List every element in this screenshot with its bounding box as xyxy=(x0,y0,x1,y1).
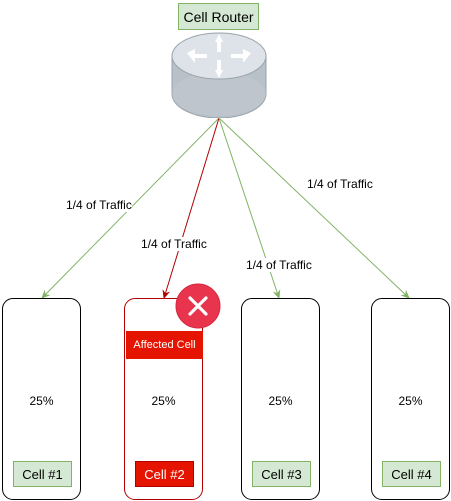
edge-label-cell-3: 1/4 of Traffic xyxy=(246,258,312,272)
cell-traffic-percent: 25% xyxy=(29,394,54,408)
cell-label: Cell #2 xyxy=(135,461,194,487)
router-icon xyxy=(171,32,267,118)
cell-label: Cell #1 xyxy=(13,461,72,487)
cell-3: 25% Cell #3 xyxy=(241,298,320,500)
cell-traffic-percent: 25% xyxy=(398,394,423,408)
cell-label: Cell #3 xyxy=(252,461,311,487)
cell-label: Cell #4 xyxy=(382,461,441,487)
edge-label-cell-1: 1/4 of Traffic xyxy=(66,198,132,212)
affected-cell-badge: Affected Cell xyxy=(126,331,203,359)
edge-label-cell-2: 1/4 of Traffic xyxy=(141,237,207,251)
cell-1: 25% Cell #1 xyxy=(2,298,81,500)
edge-label-cell-4: 1/4 of Traffic xyxy=(307,177,373,191)
cell-traffic-percent: 25% xyxy=(268,394,293,408)
cell-traffic-percent: 25% xyxy=(151,394,176,408)
arrow-to-cell-4 xyxy=(218,117,410,299)
cell-4: 25% Cell #4 xyxy=(371,298,450,500)
cell-router-label: Cell Router xyxy=(178,3,259,30)
cell-2: Affected Cell 25% Cell #2 xyxy=(124,298,203,500)
x-circle-icon xyxy=(175,283,221,329)
arrow-to-cell-2 xyxy=(162,117,220,299)
